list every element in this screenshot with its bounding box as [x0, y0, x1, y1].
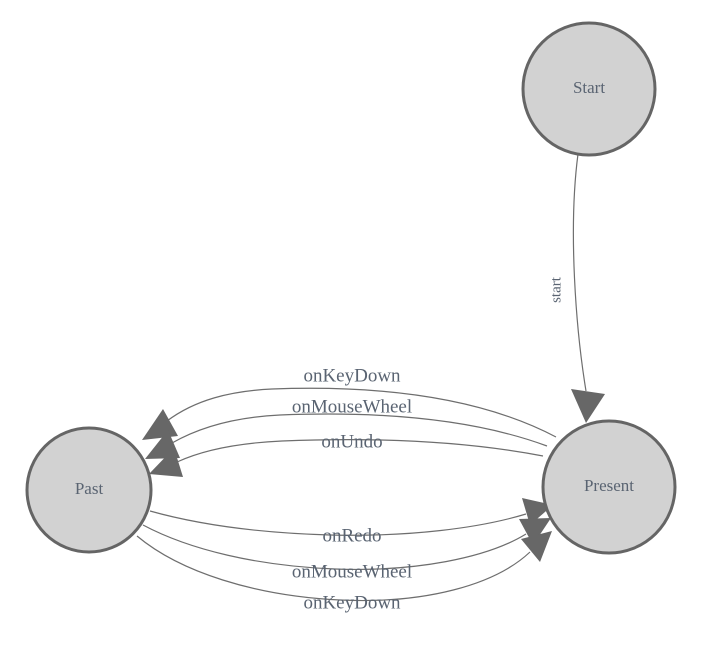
edge-label-past-present-onmousewheel: onMouseWheel — [292, 561, 412, 582]
node-start[interactable]: Start — [521, 21, 657, 157]
edge-label-start: start — [548, 276, 564, 303]
edge-label-past-present-onkeydown: onKeyDown — [303, 592, 401, 613]
edge-path-past-present-1 — [149, 510, 527, 536]
edge-path-present-past-1 — [166, 387, 557, 438]
node-present-label: Present — [584, 476, 634, 495]
edge-past-to-present-onkeydown[interactable] — [136, 531, 552, 602]
arrowhead-start-present — [571, 389, 605, 423]
edge-label-past-present-onredo: onRedo — [322, 525, 381, 546]
edge-label-present-past-onkeydown: onKeyDown — [303, 365, 401, 386]
node-past[interactable]: Past — [25, 426, 153, 554]
edge-path-present-past-3 — [176, 439, 544, 463]
node-start-label: Start — [573, 78, 605, 97]
edge-past-to-present-onmousewheel[interactable] — [142, 518, 551, 570]
edge-path-past-present-2 — [142, 524, 527, 570]
edge-label-present-past-onundo: onUndo — [321, 431, 382, 452]
edge-present-to-past-onundo[interactable] — [149, 439, 544, 477]
arrowhead-past-present-2 — [519, 518, 551, 545]
node-past-label: Past — [75, 479, 104, 498]
edge-path-past-present-3 — [136, 535, 531, 602]
node-past-circle — [25, 426, 153, 554]
arrowhead-past-present-3 — [521, 531, 552, 562]
edge-path-present-past-2 — [171, 413, 548, 447]
edge-label-present-past-onmousewheel: onMouseWheel — [292, 396, 412, 417]
edge-path-start-present — [572, 153, 587, 392]
arrowhead-present-past-1 — [142, 409, 178, 440]
node-present-circle — [541, 419, 677, 555]
arrowhead-present-past-3 — [149, 448, 183, 477]
node-present[interactable]: Present — [541, 419, 677, 555]
edge-present-to-past-onkeydown[interactable] — [142, 387, 557, 440]
edge-start-to-present[interactable] — [571, 153, 605, 423]
node-start-circle — [521, 21, 657, 157]
